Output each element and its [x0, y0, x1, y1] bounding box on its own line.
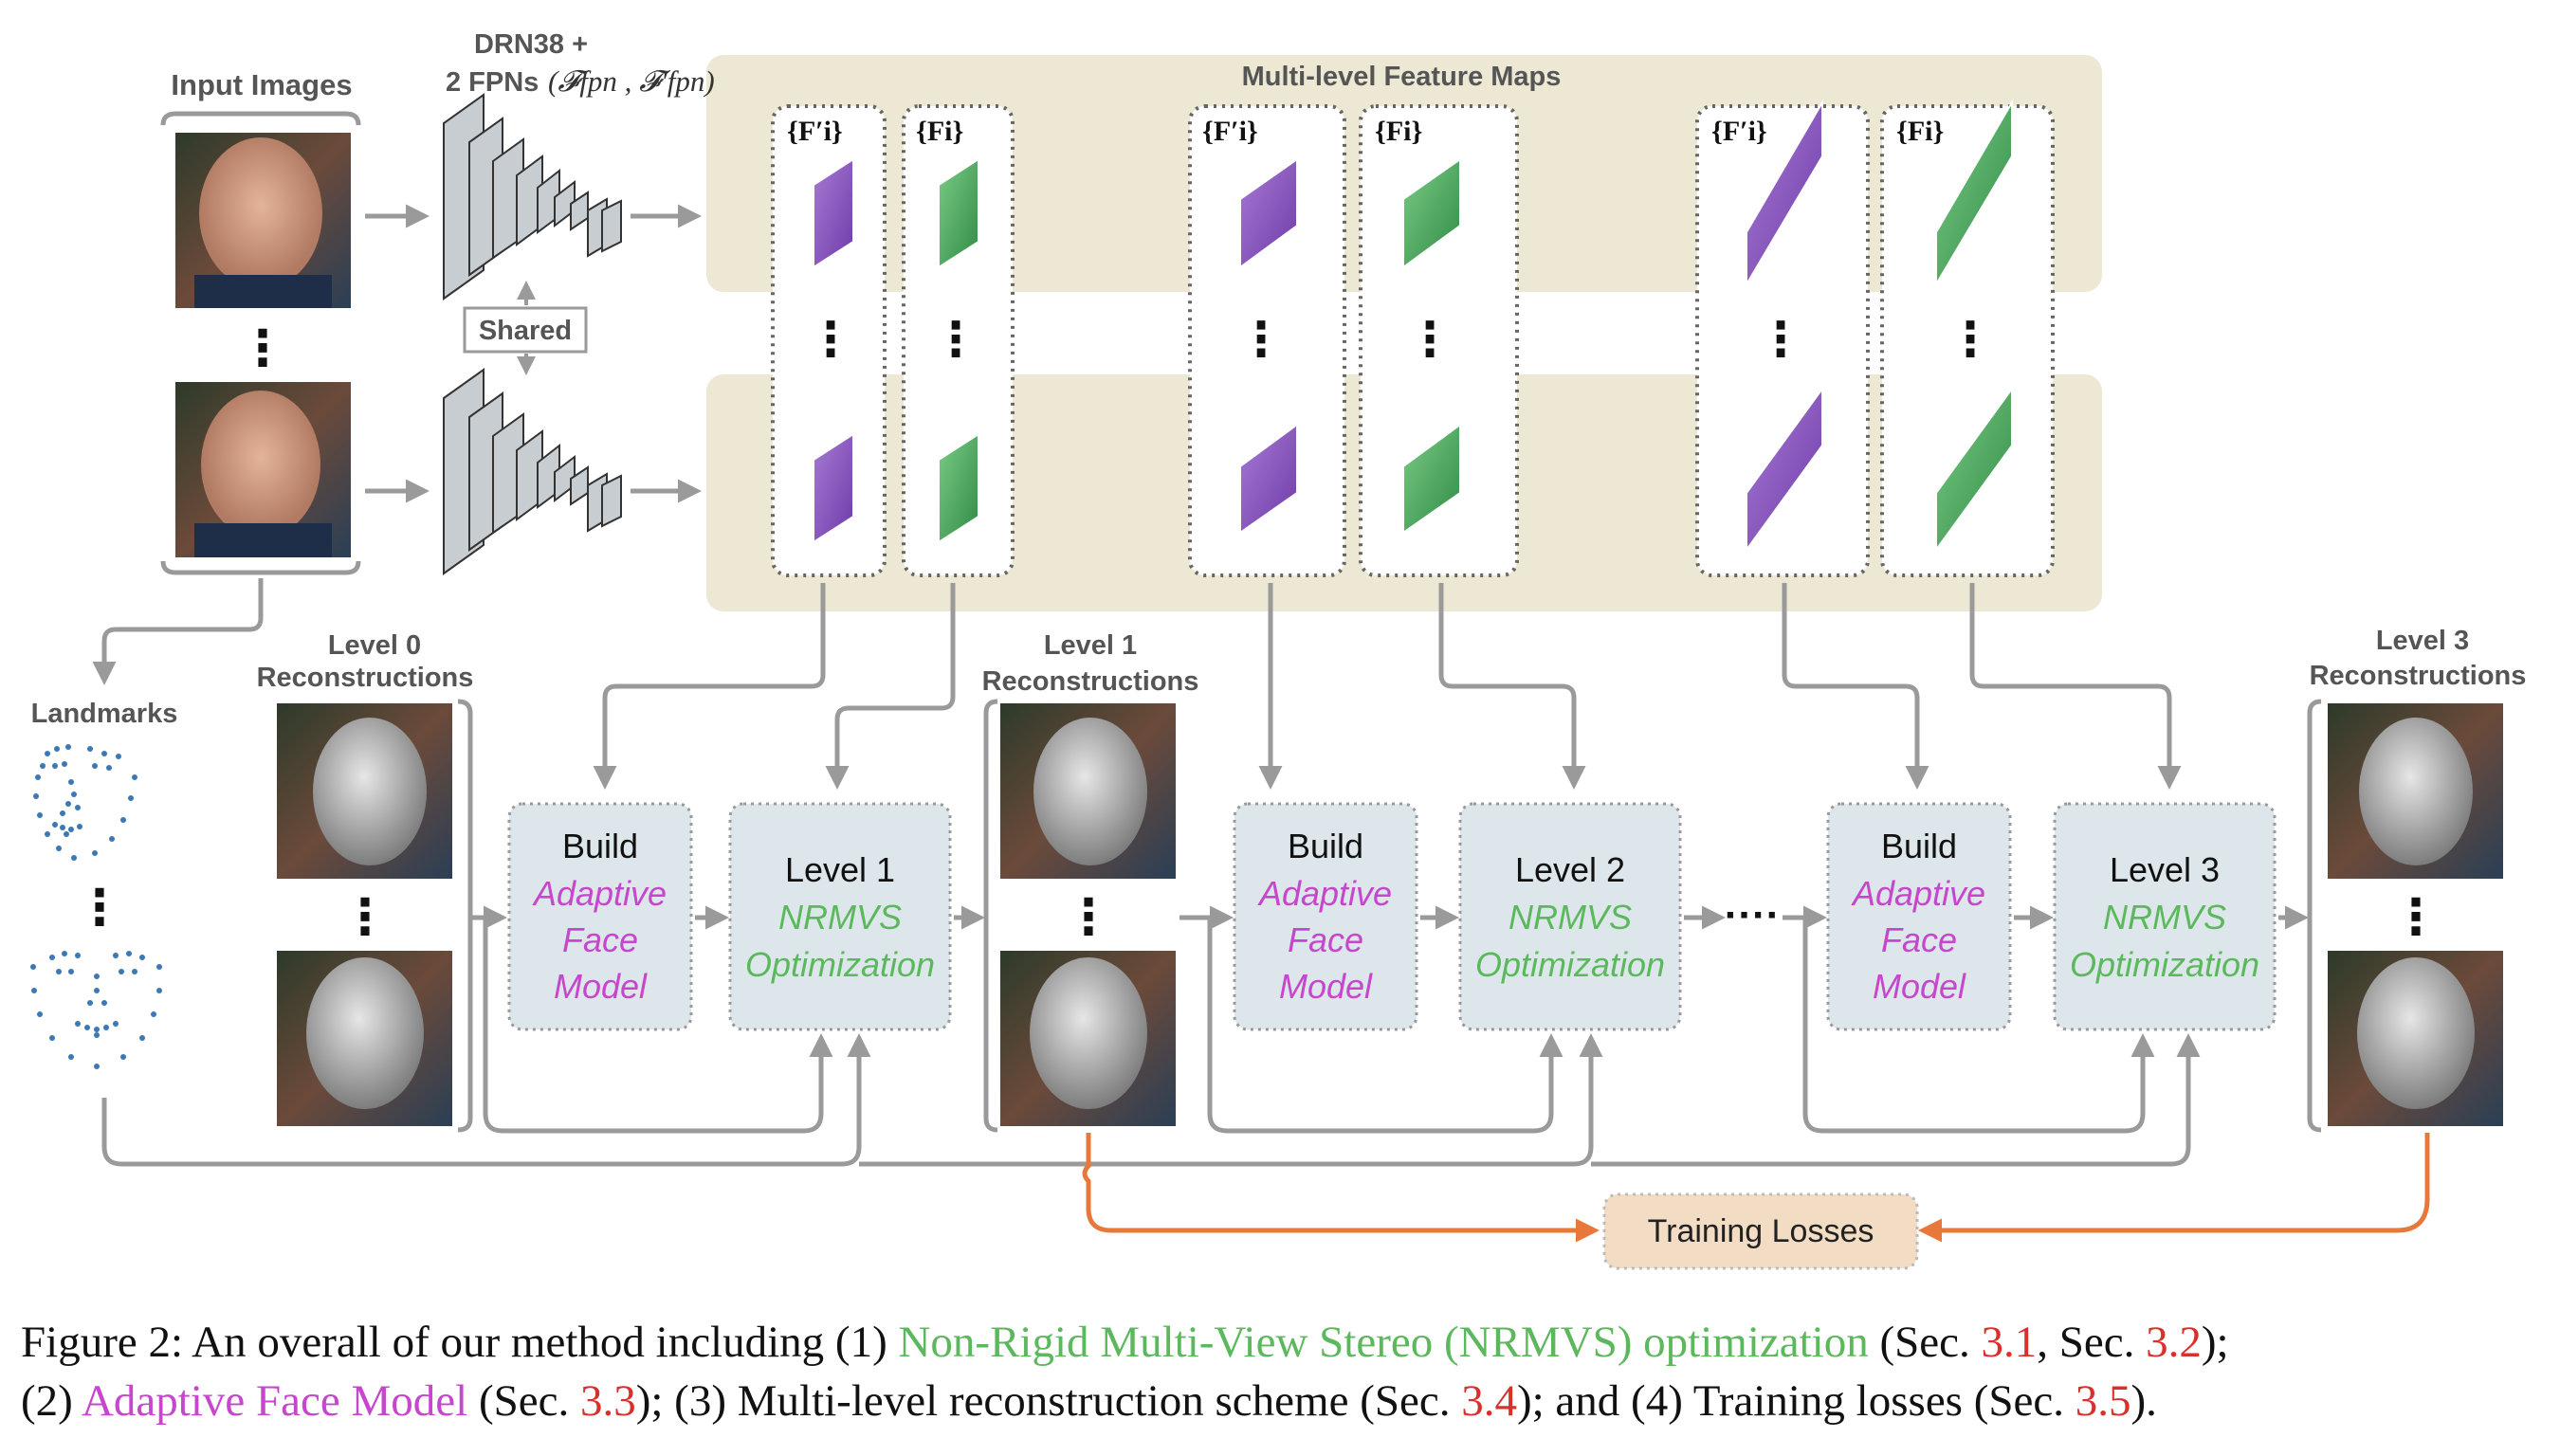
level3-recon-2	[2328, 951, 2503, 1126]
svg-text:Adaptive: Adaptive	[532, 874, 667, 913]
landmarks-vdots: ⋮	[75, 881, 124, 936]
training-losses-label: Training Losses	[1648, 1213, 1874, 1249]
input-images-label: Input Images	[171, 68, 352, 101]
svg-text:{Fi}: {Fi}	[1375, 116, 1422, 147]
caption-line-2: (2) Adaptive Face Model (Sec. 3.3); (3) …	[21, 1376, 2157, 1426]
feature-column-2-plain: {Fi} ⋮	[1359, 104, 1519, 577]
feature-column-3-plain: {Fi} ⋮	[1880, 99, 2055, 577]
level3-label-line1: Level 3	[2376, 626, 2469, 656]
svg-text:Model: Model	[1873, 967, 1966, 1006]
level1-recon-1	[1000, 703, 1176, 879]
shared-badge	[463, 306, 588, 354]
caption-line-1: Figure 2: An overall of our method inclu…	[21, 1318, 2229, 1367]
svg-text:{Fi}: {Fi}	[1896, 116, 1944, 147]
build-box-1: Build Adaptive Face Model	[507, 802, 693, 1031]
level1-label-line2: Reconstructions	[982, 666, 1199, 697]
feature-connectors	[593, 583, 2182, 790]
svg-text:Face: Face	[562, 920, 638, 959]
svg-text:⋮: ⋮	[1947, 313, 1994, 366]
svg-text:Level 1: Level 1	[785, 850, 895, 889]
svg-text:Face: Face	[1881, 920, 1957, 959]
svg-text:Model: Model	[1279, 967, 1373, 1006]
build-box-2: Build Adaptive Face Model	[1233, 802, 1418, 1031]
figure-caption: Figure 2: An overall of our method inclu…	[21, 1313, 2543, 1430]
backbone-label-line1: DRN38 +	[474, 29, 588, 60]
svg-text:Face: Face	[1288, 920, 1363, 959]
landmarks-plot-top	[33, 744, 137, 861]
svg-text:⋮: ⋮	[807, 313, 854, 366]
level0-recon-1	[277, 703, 452, 879]
landmarks-label: Landmarks	[31, 699, 178, 729]
feedback-connectors	[101, 918, 2201, 1167]
build-box-3: Build Adaptive Face Model	[1826, 802, 2012, 1031]
svg-text:⋮: ⋮	[1237, 313, 1285, 366]
level1-recon-2	[1000, 951, 1176, 1126]
feature-column-1-prime: {F′i} ⋮	[771, 104, 887, 577]
training-losses-box	[1602, 1192, 1919, 1270]
svg-text:Model: Model	[554, 967, 648, 1006]
svg-text:NRMVS: NRMVS	[1509, 898, 1632, 937]
feature-column-2-prime: {F′i} ⋮	[1188, 104, 1346, 577]
svg-text:Build: Build	[1288, 827, 1363, 865]
input-vdots: ⋮	[238, 321, 287, 376]
input-image-1	[175, 133, 351, 308]
level0-label-line1: Level 0	[328, 630, 421, 661]
level-ellipsis: ····	[1725, 892, 1781, 938]
svg-text:⋮: ⋮	[1406, 313, 1454, 366]
loss-arrow-right	[1918, 1133, 2430, 1243]
shared-label: Shared	[479, 316, 572, 346]
landmarks-plot-bottom	[30, 951, 162, 1069]
svg-text:Adaptive: Adaptive	[1257, 874, 1392, 913]
nrmvs-box-2: Level 2 NRMVS Optimization	[1458, 802, 1682, 1031]
input-bracket-top	[160, 111, 361, 126]
svg-text:⋮: ⋮	[2391, 890, 2441, 945]
svg-text:⋮: ⋮	[1064, 890, 1113, 945]
svg-text:Build: Build	[1881, 827, 1957, 865]
svg-text:NRMVS: NRMVS	[778, 898, 902, 937]
svg-text:{Fi}: {Fi}	[916, 116, 963, 147]
input-bracket-bottom	[160, 560, 361, 575]
nrmvs-box-3: Level 3 NRMVS Optimization	[2053, 802, 2277, 1031]
input-image-2	[175, 382, 351, 557]
svg-text:Build: Build	[562, 827, 638, 865]
level3-recon-1	[2328, 703, 2503, 879]
backbone-label-line2: 2 FPNs	[446, 67, 539, 98]
svg-text:Optimization: Optimization	[1475, 945, 1665, 984]
feature-column-1-plain: {Fi} ⋮	[902, 104, 1015, 577]
svg-text:NRMVS: NRMVS	[2103, 898, 2226, 937]
svg-text:⋮: ⋮	[340, 890, 390, 945]
svg-text:{F′i}: {F′i}	[1711, 116, 1767, 147]
backbone-network-top	[443, 93, 622, 300]
backbone-network-bottom	[443, 368, 622, 575]
level0-recon-2	[277, 951, 452, 1126]
feature-maps-title: Multi-level Feature Maps	[1242, 62, 1562, 92]
backbone-math: (𝓕fpn , 𝓕′fpn)	[548, 64, 715, 98]
svg-text:Adaptive: Adaptive	[1851, 874, 1985, 913]
level1-label-line1: Level 1	[1044, 630, 1137, 661]
feature-column-3-prime: {F′i} ⋮	[1695, 99, 1870, 577]
svg-text:{F′i}: {F′i}	[787, 116, 843, 147]
svg-text:Optimization: Optimization	[2070, 945, 2259, 984]
level0-label-line2: Reconstructions	[257, 663, 474, 693]
svg-text:⋮: ⋮	[932, 313, 979, 366]
nrmvs-box-1: Level 1 NRMVS Optimization	[728, 802, 952, 1031]
svg-text:Level 3: Level 3	[2110, 850, 2220, 889]
level3-label-line2: Reconstructions	[2310, 661, 2527, 691]
svg-text:Level 2: Level 2	[1515, 850, 1625, 889]
svg-text:{F′i}: {F′i}	[1202, 116, 1258, 147]
svg-text:⋮: ⋮	[1757, 313, 1804, 366]
loss-arrow-left	[1082, 1133, 1600, 1243]
svg-text:Optimization: Optimization	[745, 945, 935, 984]
